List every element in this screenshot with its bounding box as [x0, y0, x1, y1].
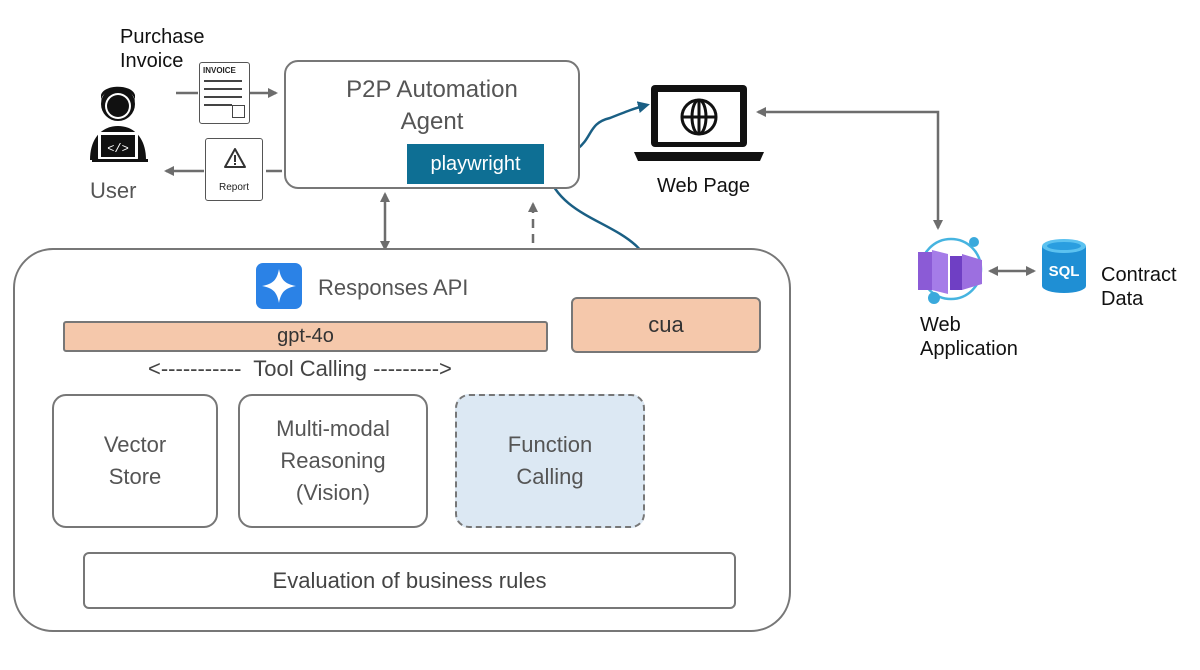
contract-data-label-line2: Data	[1101, 288, 1144, 310]
purchase-invoice-label-line1: Purchase	[120, 26, 205, 48]
web-application-label-line2: Application	[920, 338, 1018, 360]
tool-calling-label: <----------- Tool Calling --------->	[148, 356, 452, 381]
openai-service-icon	[256, 263, 302, 309]
responses-api-title: Responses API	[318, 275, 469, 300]
multimodal-label-line1: Multi-modal	[276, 416, 390, 441]
function-calling-box: Function Calling	[455, 394, 645, 528]
web-application-label-line1: Web	[920, 314, 961, 336]
multimodal-label-line2: Reasoning	[280, 448, 386, 473]
agent-title-line2: Agent	[400, 108, 464, 135]
purchase-invoice-label-line2: Invoice	[120, 50, 184, 72]
user-developer-icon: </>	[90, 86, 148, 162]
model-gpt-4o-bar: gpt-4o	[63, 321, 548, 352]
web-application-label: Web Application	[920, 313, 1018, 361]
evaluation-business-rules-box: Evaluation of business rules	[83, 552, 736, 609]
function-calling-label-line1: Function	[507, 432, 593, 457]
invoice-document-icon: INVOICE	[199, 62, 250, 124]
contract-data-label-line1: Contract	[1101, 264, 1177, 286]
vector-store-label-line2: Store	[108, 464, 162, 489]
cua-model-box: cua	[571, 297, 761, 353]
agent-title: P2P Automation Agent	[286, 74, 578, 138]
svg-text:</>: </>	[107, 142, 129, 156]
playwright-box: playwright	[407, 144, 544, 184]
warning-icon	[224, 148, 246, 168]
vector-store-box: Vector Store	[52, 394, 218, 528]
sql-database-icon: SQL	[1042, 239, 1086, 293]
function-calling-label-line2: Calling	[516, 464, 584, 489]
contract-data-label: Contract Data	[1101, 263, 1177, 311]
laptop-globe-icon	[634, 85, 764, 161]
invoice-document-title: INVOICE	[203, 66, 236, 75]
web-page-label: Web Page	[657, 175, 751, 197]
report-document-icon: Report	[205, 138, 263, 201]
agent-title-line1: P2P Automation	[346, 76, 518, 103]
user-label: User	[90, 178, 137, 203]
multimodal-label-line3: (Vision)	[295, 480, 371, 505]
multimodal-reasoning-box: Multi-modal Reasoning (Vision)	[238, 394, 428, 528]
vector-store-label-line1: Vector	[103, 432, 167, 457]
purchase-invoice-label: Purchase Invoice	[120, 25, 205, 73]
report-document-label: Report	[218, 182, 249, 193]
sql-icon-text: SQL	[1049, 263, 1080, 280]
web-application-icon	[918, 237, 983, 304]
